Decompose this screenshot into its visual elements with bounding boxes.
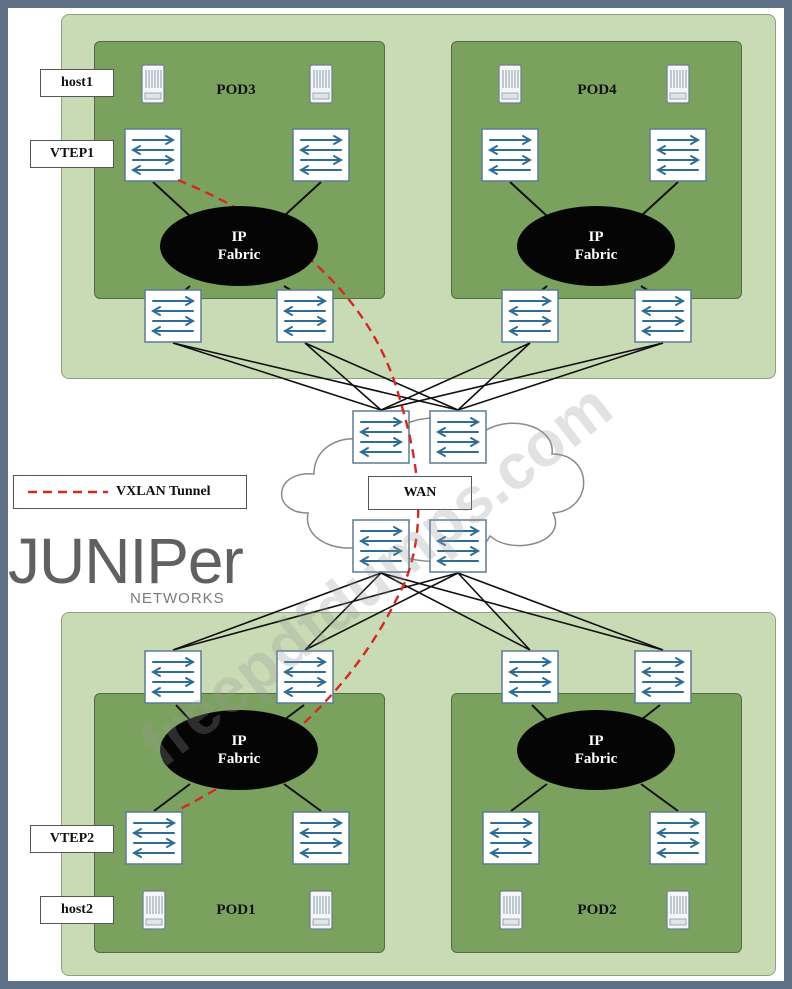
- switch-icon: [352, 410, 410, 464]
- host1-label: host1: [40, 69, 114, 97]
- fabric-label-line1: IP: [588, 733, 604, 749]
- switch-icon: [501, 289, 559, 343]
- ip-fabric-pod1: IP Fabric: [160, 710, 318, 790]
- vtep2-label: VTEP2: [30, 825, 114, 853]
- switch-icon: [124, 128, 182, 182]
- server-icon: [141, 64, 165, 104]
- fabric-label-line1: IP: [588, 229, 604, 245]
- ip-fabric-pod4: IP Fabric: [517, 206, 675, 286]
- pod1-label: POD1: [216, 902, 256, 918]
- fabric-label-line1: IP: [231, 229, 247, 245]
- switch-icon: [482, 811, 540, 865]
- pod2-label: POD2: [577, 902, 617, 918]
- server-icon: [498, 64, 522, 104]
- switch-icon: [501, 650, 559, 704]
- server-icon: [309, 64, 333, 104]
- fabric-label-line2: Fabric: [217, 751, 261, 767]
- host2-label: host2: [40, 896, 114, 924]
- switch-icon: [276, 289, 334, 343]
- switch-icon: [481, 128, 539, 182]
- switch-icon: [634, 650, 692, 704]
- legend: VXLAN Tunnel: [13, 475, 247, 509]
- vtep1-label: VTEP1: [30, 140, 114, 168]
- server-icon: [499, 890, 523, 930]
- logo-subtitle: NETWORKS: [130, 590, 225, 607]
- fabric-label-line2: Fabric: [574, 247, 618, 263]
- switch-icon: [125, 811, 183, 865]
- wan-label: WAN: [368, 476, 472, 510]
- pod4-label: POD4: [577, 82, 617, 98]
- fabric-label-line1: IP: [231, 733, 247, 749]
- fabric-label-line2: Fabric: [217, 247, 261, 263]
- server-icon: [142, 890, 166, 930]
- switch-icon: [292, 128, 350, 182]
- switch-icon: [649, 811, 707, 865]
- switch-icon: [649, 128, 707, 182]
- switch-icon: [292, 811, 350, 865]
- server-icon: [666, 64, 690, 104]
- juniper-logo: JUNIPer NETWORKS: [8, 525, 244, 607]
- network-diagram: IP Fabric IP Fabric IP Fabric IP Fabric …: [8, 8, 784, 981]
- server-icon: [666, 890, 690, 930]
- switch-icon: [634, 289, 692, 343]
- logo-wordmark: JUNIPer: [8, 525, 244, 597]
- ip-fabric-pod3: IP Fabric: [160, 206, 318, 286]
- pod3-label: POD3: [216, 82, 256, 98]
- fabric-label-line2: Fabric: [574, 751, 618, 767]
- server-icon: [309, 890, 333, 930]
- ip-fabric-pod2: IP Fabric: [517, 710, 675, 790]
- switch-icon: [144, 289, 202, 343]
- legend-label: VXLAN Tunnel: [116, 484, 211, 499]
- legend-dash-swatch: [28, 490, 108, 494]
